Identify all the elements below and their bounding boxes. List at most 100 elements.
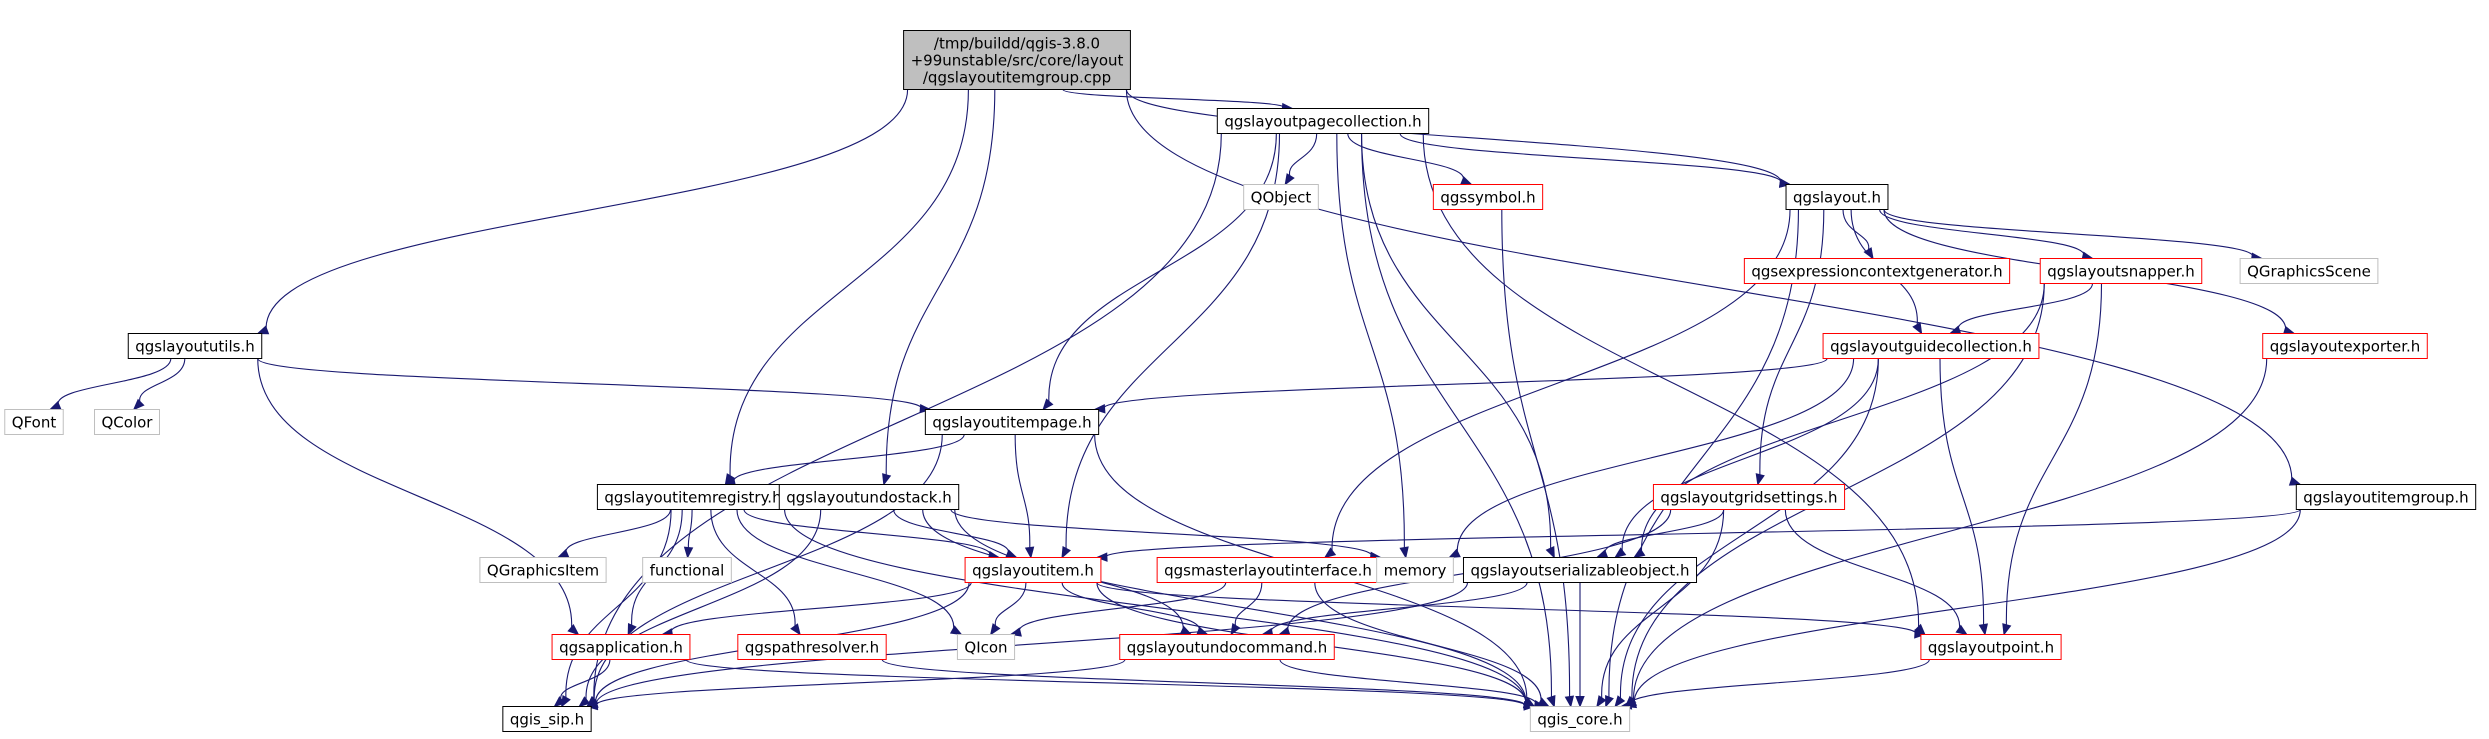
node-label: functional	[650, 562, 725, 580]
edge-line	[1234, 582, 1263, 627]
edge-itempage-to-itemregistry	[723, 434, 965, 487]
node-pathresolver[interactable]: qgspathresolver.h	[737, 634, 887, 660]
node-box	[1119, 634, 1335, 660]
edge-line	[2005, 283, 2103, 626]
edge-itempage-to-layoutitem	[1014, 434, 1035, 559]
node-undostack[interactable]: qgslayoutundostack.h	[778, 484, 960, 510]
edge-arrowhead	[2002, 623, 2012, 636]
node-label: qgslayoutpoint.h	[1928, 639, 2054, 657]
node-snapper[interactable]: qgslayoutsnapper.h	[2039, 258, 2203, 284]
edge-arrowhead	[1042, 398, 1054, 411]
node-label: qgspathresolver.h	[745, 639, 879, 657]
node-gscene[interactable]: QGraphicsScene	[2239, 258, 2379, 284]
edge-arrowhead	[1523, 701, 1536, 711]
edge-line	[1501, 209, 1571, 698]
node-label: QGraphicsItem	[487, 562, 599, 580]
node-qfont[interactable]: QFont	[4, 409, 64, 435]
node-label: qgslayoutexporter.h	[2270, 338, 2421, 356]
edge-layouth-to-gridsettings	[1755, 209, 1825, 486]
edge-arrowhead	[1024, 546, 1035, 559]
node-gridsettings[interactable]: qgslayoutgridsettings.h	[1652, 484, 1846, 510]
edge-pagecollection-to-layouth	[1399, 133, 1792, 188]
edge-line	[685, 659, 1526, 707]
edge-pagecollection-to-qgiscore	[1361, 133, 1556, 708]
node-label: +99unstable/src/core/layout	[911, 52, 1124, 70]
node-utils[interactable]: qgslayoututils.h	[127, 333, 263, 359]
node-box	[479, 557, 607, 583]
node-label: QFont	[12, 414, 57, 432]
edge-arrowhead	[1948, 325, 1962, 335]
edge-line	[1279, 659, 1537, 706]
node-label: qgis_core.h	[1537, 711, 1622, 730]
node-functional[interactable]: functional	[642, 557, 732, 583]
edge-gridsettings-to-qgiscore	[1596, 509, 1725, 708]
node-box	[964, 557, 1102, 583]
edge-arrowhead	[1399, 546, 1409, 559]
edge-line	[1125, 89, 2293, 482]
node-pagecollection[interactable]: qgslayoutpagecollection.h	[1216, 108, 1430, 134]
edge-line	[1105, 509, 2301, 558]
node-qgssymbol[interactable]: qgssymbol.h	[1432, 184, 1544, 210]
node-qgissip[interactable]: qgis_sip.h	[502, 706, 592, 732]
edge-utils-to-qgsapp	[257, 358, 580, 636]
node-box	[642, 557, 732, 583]
edge-arrowhead	[882, 473, 892, 486]
node-label: qgslayoutitempage.h	[932, 414, 1091, 432]
edge-utils-to-qcolor	[132, 358, 186, 411]
edge-snapper-to-layoutpoint	[2002, 283, 2103, 636]
edge-line	[1314, 582, 1542, 703]
node-qgsapp[interactable]: qgsapplication.h	[551, 634, 691, 660]
edge-arrowhead	[1448, 548, 1461, 559]
edge-line	[1604, 509, 1725, 555]
edge-arrowhead	[1596, 695, 1607, 708]
node-qicon[interactable]: QIcon	[956, 634, 1016, 660]
edge-layouth-to-gscene	[1883, 209, 2264, 262]
node-label: qgslayoutitemregistry.h	[604, 489, 781, 507]
node-masteriface[interactable]: qgsmasterlayoutinterface.h	[1156, 557, 1380, 583]
edge-line	[1608, 209, 1799, 699]
node-memory[interactable]: memory	[1376, 557, 1454, 583]
node-qgraphicsitem[interactable]: QGraphicsItem	[479, 557, 607, 583]
edge-arrowhead	[1061, 545, 1072, 559]
node-qobject[interactable]: QObject	[1243, 184, 1319, 210]
node-box	[1216, 108, 1430, 134]
node-root[interactable]: /tmp/buildd/qgis-3.8.0+99unstable/src/co…	[903, 30, 1131, 90]
edge-line	[1399, 133, 1782, 184]
edge-line	[736, 509, 955, 631]
node-itemgroup[interactable]: qgslayoutitemgroup.h	[2295, 484, 2477, 510]
edge-arrowhead	[1955, 624, 1968, 636]
node-exprgen[interactable]: qgsexpressioncontextgenerator.h	[1743, 258, 2011, 284]
node-qcolor[interactable]: QColor	[94, 409, 160, 435]
edge-line	[565, 509, 672, 555]
node-guidecoll[interactable]: qgslayoutguidecollection.h	[1822, 333, 2040, 359]
node-itemregistry[interactable]: qgslayoutitemregistry.h	[596, 484, 790, 510]
edge-qgssymbol-to-qgiscore	[1501, 209, 1575, 708]
node-label: qgsexpressioncontextgenerator.h	[1751, 263, 2002, 281]
node-itempage[interactable]: qgslayoutitempage.h	[924, 409, 1100, 435]
edge-arrowhead	[256, 325, 270, 335]
node-layoutpoint[interactable]: qgslayoutpoint.h	[1920, 634, 2062, 660]
edge-line	[881, 659, 1526, 707]
edge-line	[1361, 133, 1552, 698]
edge-arrowhead	[585, 700, 599, 711]
node-layouth[interactable]: qgslayout.h	[1785, 184, 1889, 210]
node-layoutitem[interactable]: qgslayoutitem.h	[964, 557, 1102, 583]
edge-guidecoll-to-memory	[1448, 358, 1855, 559]
edge-line	[1456, 358, 1855, 554]
node-exporter[interactable]: qgslayoutexporter.h	[2262, 333, 2428, 359]
edge-guidecoll-to-serializable	[1614, 358, 1879, 559]
node-serializable[interactable]: qgslayoutserializableobject.h	[1462, 557, 1698, 583]
edge-line	[595, 582, 1469, 706]
edge-masteriface-to-qicon	[1009, 582, 1227, 637]
node-box	[2262, 333, 2428, 359]
node-undocommand[interactable]: qgslayoutundocommand.h	[1119, 634, 1335, 660]
edge-root-to-itemgroup	[1125, 89, 2302, 486]
node-box	[1785, 184, 1889, 210]
node-qgiscore[interactable]: qgis_core.h	[1529, 706, 1631, 732]
node-label: memory	[1384, 562, 1447, 580]
edge-pagecollection-to-layoutitem	[1061, 133, 1281, 559]
edge-root-to-undostack	[882, 89, 996, 486]
edge-arrowhead	[578, 696, 591, 708]
edge-arrowhead	[1093, 404, 1106, 414]
